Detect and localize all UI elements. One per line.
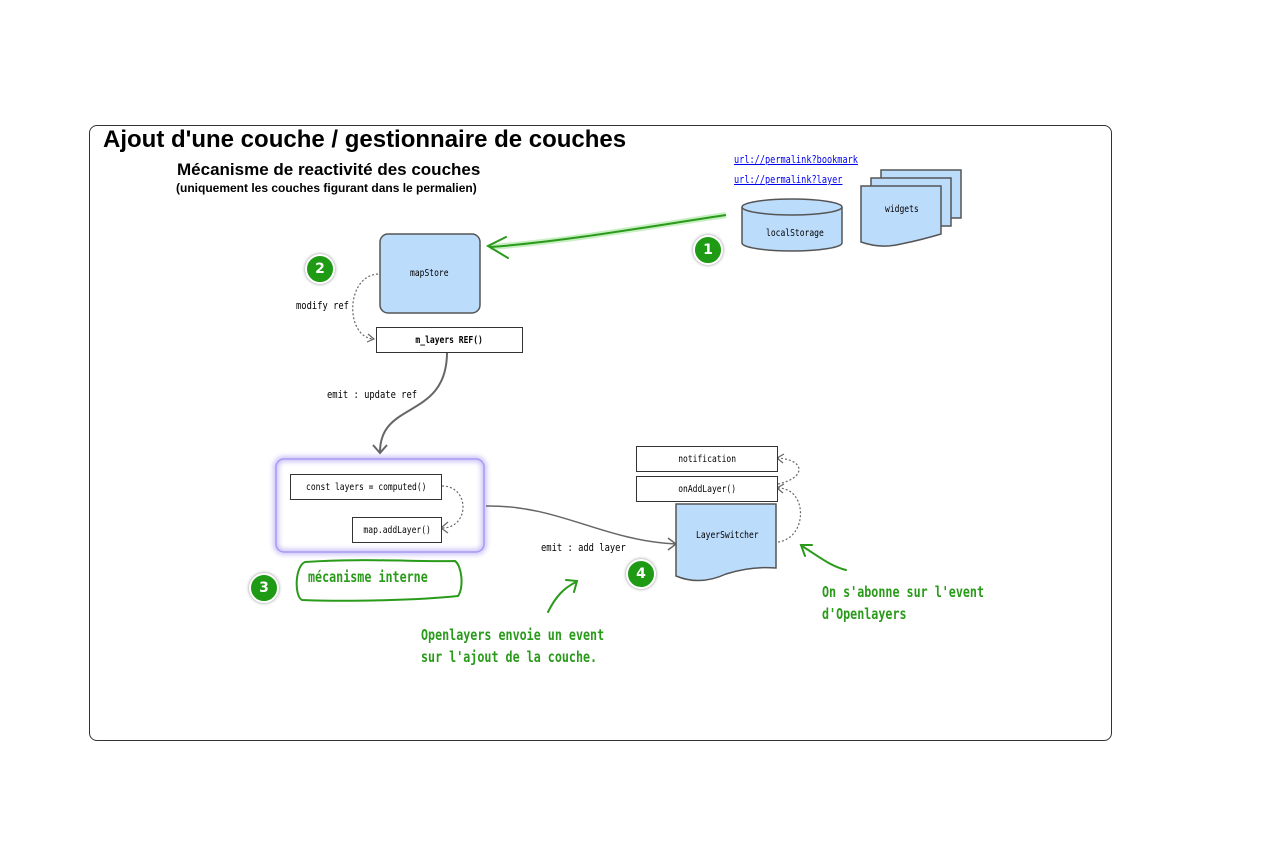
step-badge-3: 3	[249, 573, 279, 603]
ol-event-annotation: Openlayers envoie un event sur l'ajout d…	[421, 624, 604, 668]
const-layers-box: const layers = computed()	[290, 474, 442, 500]
step-badge-1: 1	[693, 235, 723, 265]
map-addlayer-label: map.addLayer()	[363, 524, 431, 536]
const-layers-label: const layers = computed()	[305, 481, 427, 493]
link-permalink-bookmark[interactable]: url://permalink?bookmark	[734, 153, 858, 166]
internal-mechanism-outline	[295, 559, 463, 602]
ol-event-arrow	[547, 579, 579, 613]
widgets-stack	[860, 169, 962, 247]
step-badge-2: 2	[305, 254, 335, 284]
onaddlayer-box: onAddLayer()	[636, 476, 778, 502]
emit-update-ref-label: emit : update ref	[327, 388, 418, 401]
m-layers-ref-box: m_layers REF()	[376, 327, 523, 353]
ol-event-line2: sur l'ajout de la couche.	[421, 648, 598, 666]
internal-loop-connector	[441, 485, 464, 529]
notification-label: notification	[678, 453, 736, 465]
diagram-subtitle: Mécanisme de reactivité des couches	[177, 160, 481, 179]
layer-switcher-label: LayerSwitcher	[696, 530, 759, 541]
emit-update-ref-connector	[372, 351, 448, 455]
m-layers-ref-label: m_layers REF()	[415, 334, 484, 346]
local-storage-label: localStorage	[766, 228, 824, 239]
local-storage-cylinder	[741, 198, 843, 252]
green-arrow-to-mapstore	[485, 212, 727, 259]
diagram-subnote: (uniquement les couches figurant dans le…	[176, 181, 477, 195]
mapstore-shape	[379, 233, 481, 314]
notification-box: notification	[636, 446, 778, 472]
ol-event-line1: Openlayers envoie un event	[421, 626, 605, 644]
modify-ref-label: modify ref	[296, 299, 349, 312]
subscribe-annotation: On s'abonne sur l'event d'Openlayers	[822, 581, 984, 625]
computed-group-frame	[273, 456, 487, 555]
step-badge-4: 4	[626, 559, 656, 589]
widgets-label: widgets	[885, 204, 919, 215]
subscribe-arrow	[799, 544, 847, 571]
mapstore-label: mapStore	[410, 268, 449, 279]
emit-add-layer-label: emit : add layer	[541, 541, 626, 554]
internal-mechanism-label: mécanisme interne	[308, 568, 428, 586]
modify-ref-connector	[352, 273, 379, 340]
layer-switcher-shape	[675, 503, 777, 582]
diagram-frame	[89, 125, 1112, 741]
page-title: Ajout d'une couche / gestionnaire de cou…	[103, 126, 627, 153]
link-permalink-layer[interactable]: url://permalink?layer	[734, 173, 843, 186]
layer-switcher-to-onaddlayer-loop	[777, 487, 801, 543]
map-addlayer-box: map.addLayer()	[352, 517, 442, 543]
subscribe-line1: On s'abonne sur l'event	[822, 583, 985, 601]
onaddlayer-label: onAddLayer()	[678, 483, 736, 495]
subscribe-line2: d'Openlayers	[822, 605, 907, 623]
